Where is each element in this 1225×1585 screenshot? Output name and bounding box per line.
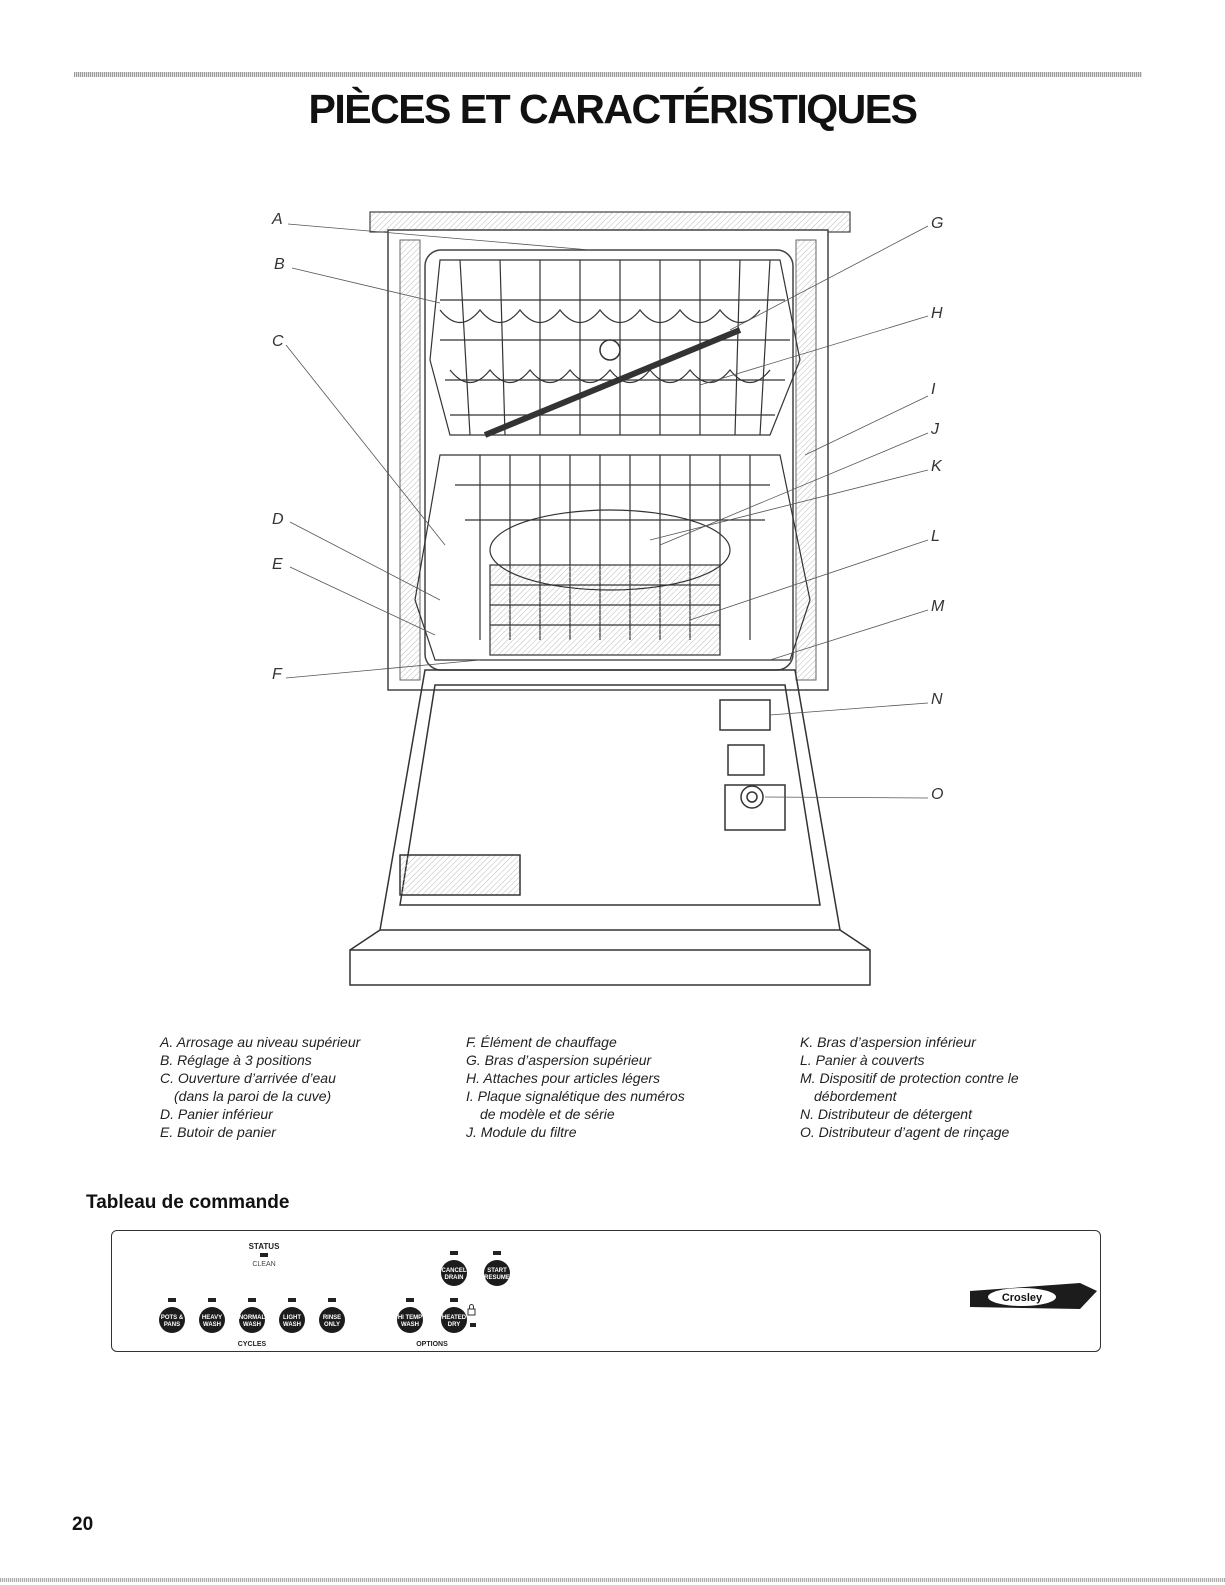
page-number: 20: [72, 1514, 94, 1535]
dishwasher-illustration: [285, 211, 929, 986]
top-divider: [74, 72, 1142, 77]
page-title: PIÈCES ET CARACTÉRISTIQUES: [308, 86, 918, 132]
callout-e: E: [272, 556, 283, 573]
legend-item-m: M. Dispositif de protection contre le: [800, 1070, 1019, 1086]
legend-item-f: F. Élément de chauffage: [466, 1034, 617, 1050]
callout-d: D: [272, 511, 284, 528]
cycles-label: CYCLES: [238, 1341, 267, 1348]
svg-text:HEAVY: HEAVY: [202, 1315, 222, 1321]
callout-c: C: [272, 333, 284, 350]
legend-item-c: C. Ouverture d’arrivée d’eau: [160, 1070, 336, 1086]
normal-wash-button[interactable]: NORMAL WASH: [239, 1298, 266, 1333]
svg-text:LIGHT: LIGHT: [283, 1315, 301, 1321]
legend-item-c-sub: (dans la paroi de la cuve): [174, 1088, 332, 1104]
hi-temp-wash-button[interactable]: HI TEMP WASH: [397, 1298, 423, 1333]
legend-item-h: H. Attaches pour articles légers: [466, 1070, 661, 1086]
callout-a: A: [272, 211, 283, 228]
legend-item-l: L. Panier à couverts: [800, 1052, 925, 1068]
svg-text:HI TEMP: HI TEMP: [398, 1315, 422, 1321]
control-panel: STATUS CLEAN CANCEL DRAIN START RESUME P…: [111, 1230, 1101, 1352]
legend-item-k: K. Bras d’aspersion inférieur: [800, 1034, 976, 1050]
light-wash-button[interactable]: LIGHT WASH: [279, 1298, 305, 1333]
svg-text:PANS: PANS: [164, 1322, 180, 1328]
svg-text:ONLY: ONLY: [324, 1322, 340, 1328]
svg-text:START: START: [487, 1268, 507, 1274]
callout-m: M: [931, 598, 945, 615]
svg-text:WASH: WASH: [243, 1322, 261, 1328]
svg-text:WASH: WASH: [203, 1322, 221, 1328]
legend-item-j: J. Module du filtre: [466, 1124, 577, 1140]
heated-dry-button[interactable]: HEATED DRY: [441, 1298, 467, 1333]
callout-h: H: [931, 305, 943, 322]
svg-text:WASH: WASH: [401, 1322, 419, 1328]
callout-i: I: [931, 381, 936, 398]
svg-text:POTS &: POTS &: [161, 1315, 184, 1321]
legend-column-2: F. Élément de chauffage G. Bras d’aspers…: [466, 1033, 685, 1141]
callout-n: N: [931, 691, 943, 708]
legend-item-o: O. Distributeur d’agent de rinçage: [800, 1124, 1010, 1140]
bottom-divider: [0, 1578, 1225, 1582]
status-indicator: [260, 1253, 268, 1257]
svg-text:RESUME: RESUME: [484, 1275, 510, 1281]
legend-item-a: A. Arrosage au niveau supérieur: [160, 1034, 361, 1050]
lower-rack: [414, 454, 811, 661]
legend-item-i-sub: de modèle et de série: [480, 1106, 615, 1122]
start-resume-button[interactable]: START RESUME: [484, 1251, 510, 1286]
legend-item-d: D. Panier inférieur: [160, 1106, 273, 1122]
callout-l: L: [931, 528, 940, 545]
status-label: STATUS: [249, 1242, 280, 1251]
callout-b: B: [274, 256, 285, 273]
control-panel-heading: Tableau de commande: [86, 1192, 290, 1213]
callout-g: G: [931, 215, 944, 232]
svg-text:CANCEL: CANCEL: [442, 1268, 467, 1274]
brand-name: Crosley: [1002, 1292, 1043, 1304]
rinse-only-button[interactable]: RINSE ONLY: [319, 1298, 345, 1333]
svg-text:DRAIN: DRAIN: [445, 1275, 464, 1281]
legend-item-m-sub: débordement: [814, 1088, 897, 1104]
callout-leader-lines: [285, 223, 929, 799]
dishwasher-diagram: A B C D E F G H I J K L M N O: [240, 200, 1000, 1000]
callout-k: K: [931, 458, 942, 475]
crosley-logo: Crosley: [970, 1283, 1097, 1309]
legend-column-3: K. Bras d’aspersion inférieur L. Panier …: [800, 1033, 1019, 1141]
callout-f: F: [272, 666, 282, 683]
legend-item-n: N. Distributeur de détergent: [800, 1106, 972, 1122]
heavy-wash-button[interactable]: HEAVY WASH: [199, 1298, 225, 1333]
callout-o: O: [931, 786, 944, 803]
legend-item-g: G. Bras d’aspersion supérieur: [466, 1052, 652, 1068]
legend-item-e: E. Butoir de panier: [160, 1124, 276, 1140]
legend-item-b: B. Réglage à 3 positions: [160, 1052, 312, 1068]
svg-text:HEATED: HEATED: [442, 1315, 467, 1321]
legend-column-1: A. Arrosage au niveau supérieur B. Régla…: [160, 1033, 360, 1141]
svg-text:DRY: DRY: [448, 1322, 460, 1328]
lock-icon: [467, 1304, 476, 1327]
callout-j: J: [931, 421, 939, 438]
clean-label: CLEAN: [252, 1261, 275, 1268]
pots-pans-button[interactable]: POTS & PANS: [159, 1298, 185, 1333]
legend-item-i: I. Plaque signalétique des numéros: [466, 1088, 685, 1104]
cancel-drain-button[interactable]: CANCEL DRAIN: [441, 1251, 467, 1286]
svg-text:RINSE: RINSE: [323, 1315, 341, 1321]
control-panel-illustration: STATUS CLEAN CANCEL DRAIN START RESUME P…: [159, 1242, 1097, 1348]
options-label: OPTIONS: [416, 1341, 448, 1348]
svg-text:NORMAL: NORMAL: [239, 1315, 266, 1321]
svg-text:WASH: WASH: [283, 1322, 301, 1328]
door: [349, 669, 871, 986]
